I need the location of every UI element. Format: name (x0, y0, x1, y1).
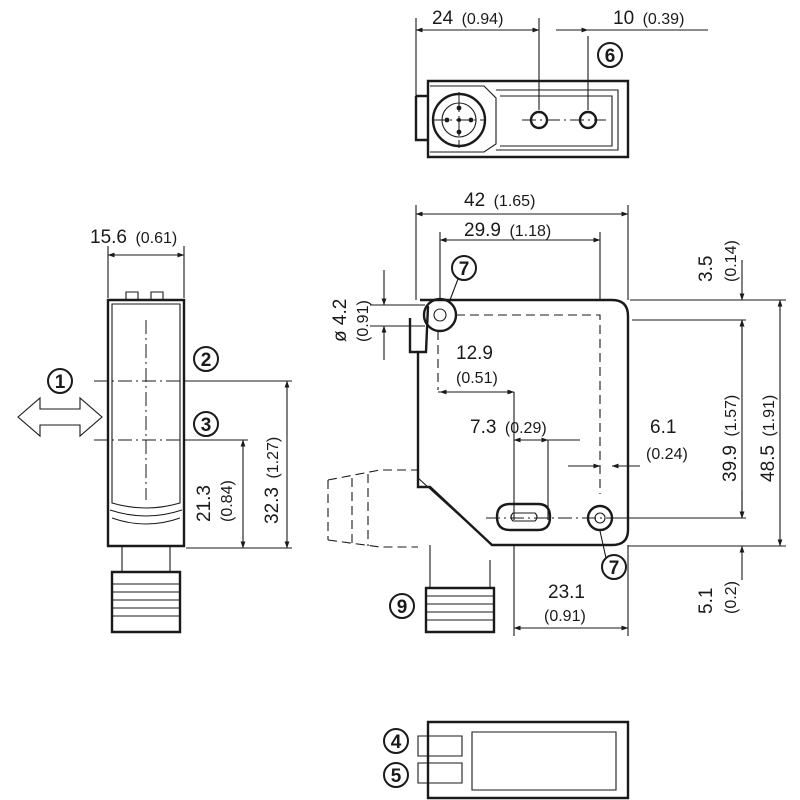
dim-15-6: 15.6 (0.61) (90, 227, 177, 248)
dim-42: 42 (1.65) (464, 190, 535, 211)
svg-text:32.3 (1.27): 32.3 (1.27) (262, 437, 283, 524)
dim-24: 24 (0.94) (432, 8, 503, 29)
dim-10: 10 (0.39) (613, 8, 684, 29)
svg-text:2: 2 (201, 350, 212, 371)
dim-3-5: 3.5 (0.14) (696, 240, 740, 282)
dim-32-3: 32.3 (1.27) (262, 437, 283, 524)
callout-6: 6 (597, 42, 623, 68)
callout-7-bottom: 7 (599, 530, 627, 580)
svg-text:48.5 (1.91): 48.5 (1.91) (758, 395, 779, 482)
dim-12-9-main: 12.9 (456, 343, 493, 364)
bottom-view (417, 720, 630, 800)
connector-side (424, 586, 496, 634)
travel-direction-arrow (17, 396, 103, 438)
svg-text:7: 7 (459, 259, 470, 280)
callout-5: 5 (383, 762, 409, 788)
dim-48-5: 48.5 (1.91) (758, 395, 779, 482)
svg-text:(0.91): (0.91) (355, 300, 372, 342)
svg-text:5: 5 (391, 766, 402, 787)
svg-text:4: 4 (391, 732, 402, 753)
svg-text:(0.2): (0.2) (723, 581, 740, 614)
dim-5-1: 5.1 (0.2) (696, 581, 740, 614)
svg-text:ø 4.2: ø 4.2 (330, 299, 351, 342)
svg-text:39.9 (1.57): 39.9 (1.57) (720, 395, 741, 482)
svg-text:5.1: 5.1 (696, 588, 717, 614)
side-view (327, 205, 786, 636)
svg-text:9: 9 (397, 597, 408, 618)
dim-6-1-main: 6.1 (650, 417, 676, 438)
dim-23-1-sub: (0.91) (544, 608, 586, 625)
callout-2: 2 (193, 346, 219, 372)
svg-text:(0.84): (0.84) (219, 480, 236, 522)
dim-4-2: ø 4.2 (0.91) (330, 299, 372, 342)
svg-text:1: 1 (55, 372, 66, 393)
dim-21-3: 21.3 (0.84) (194, 480, 236, 522)
callout-7-top: 7 (449, 255, 477, 301)
dim-39-9: 39.9 (1.57) (720, 395, 741, 482)
front-view (17, 246, 292, 634)
callout-1: 1 (47, 368, 73, 394)
svg-text:21.3: 21.3 (194, 485, 215, 522)
dim-12-9-sub: (0.51) (456, 370, 498, 387)
svg-text:3: 3 (201, 415, 212, 436)
dim-7-3: 7.3 (0.29) (470, 417, 547, 438)
top-view (414, 18, 708, 159)
callout-3: 3 (193, 411, 219, 437)
callout-9: 9 (389, 593, 415, 619)
dim-23-1-main: 23.1 (548, 582, 585, 603)
dim-29-9: 29.9 (1.18) (464, 220, 551, 241)
svg-text:3.5: 3.5 (696, 256, 717, 282)
svg-text:6: 6 (605, 46, 616, 67)
svg-text:(0.14): (0.14) (723, 240, 740, 282)
callout-4: 4 (383, 728, 409, 754)
mounting-slot (495, 502, 552, 532)
svg-text:7: 7 (609, 558, 620, 579)
connector-front (110, 570, 182, 634)
dim-6-1-sub: (0.24) (646, 446, 688, 463)
